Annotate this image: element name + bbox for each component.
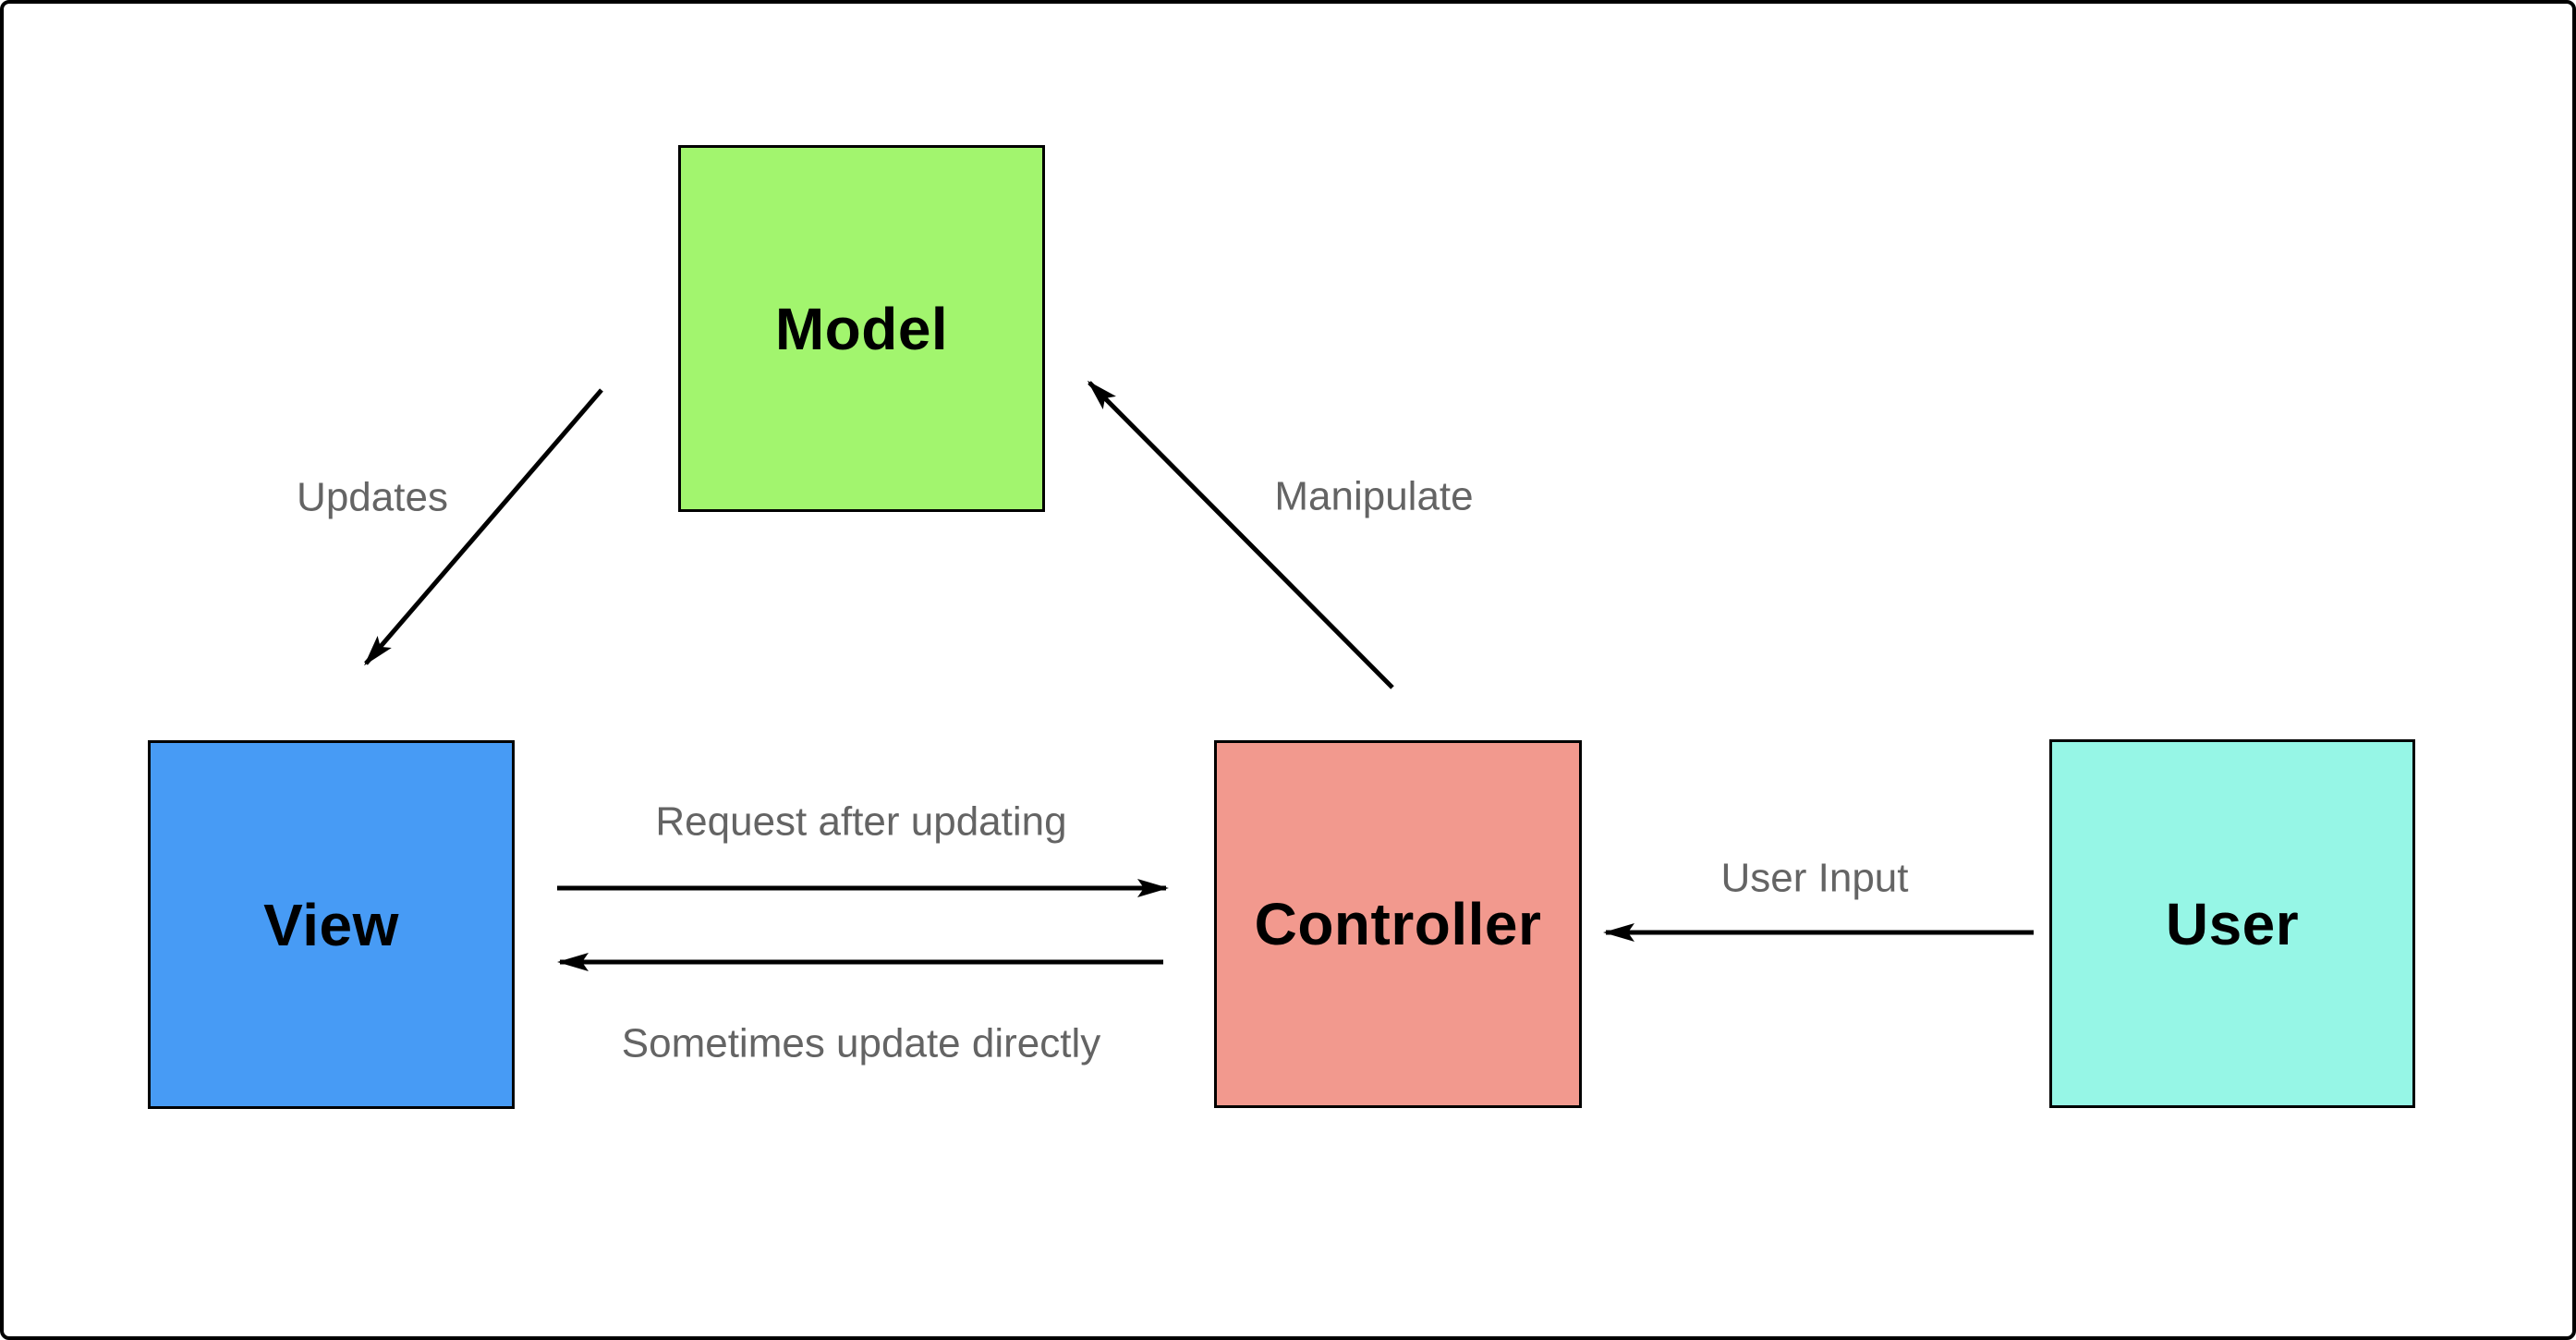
node-model: Model: [678, 145, 1045, 512]
node-view-label: View: [263, 891, 399, 958]
edge-label-manipulate: Manipulate: [1274, 473, 1474, 519]
edge-label-request-after-updating: Request after updating: [655, 798, 1067, 845]
arrow-model-to-view: [364, 388, 603, 666]
node-model-label: Model: [774, 295, 949, 362]
edge-label-sometimes-update-directly: Sometimes update directly: [621, 1020, 1101, 1066]
node-view: View: [148, 740, 515, 1109]
node-controller-label: Controller: [1254, 891, 1542, 957]
node-user: User: [2049, 739, 2415, 1108]
node-user-label: User: [2165, 890, 2300, 957]
arrow-controller-to-model: [1087, 380, 1394, 689]
node-controller: Controller: [1214, 740, 1582, 1108]
edge-label-updates: Updates: [297, 474, 448, 520]
edge-label-user-input: User Input: [1720, 855, 1909, 901]
edges-layer: [364, 380, 2034, 971]
